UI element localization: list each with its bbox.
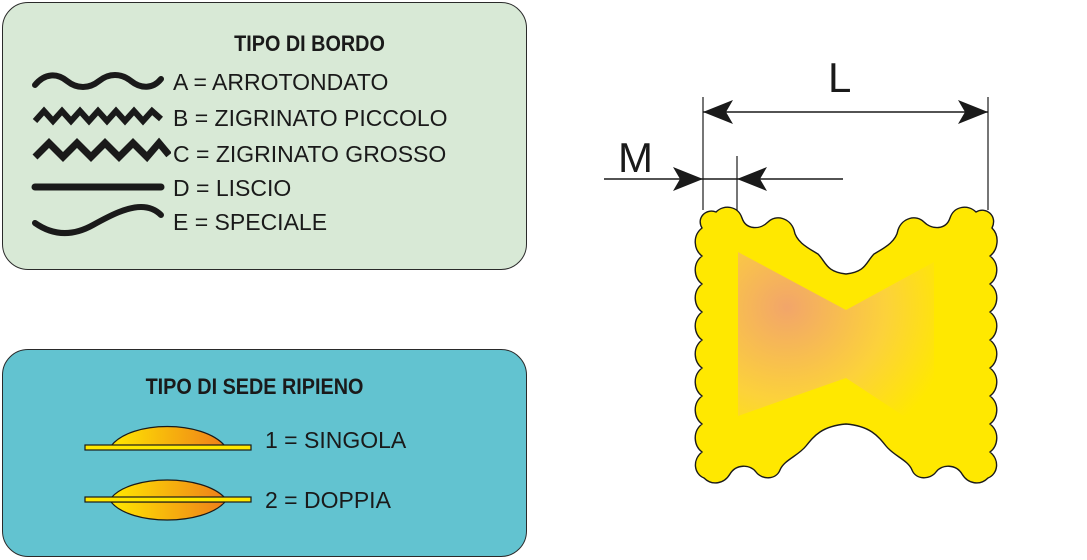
single-lens-icon bbox=[84, 425, 252, 451]
double-lens-icon bbox=[84, 479, 252, 521]
filling-type-panel: TIPO DI SEDE RIPIENO 1 = SINGOLA 2 = DOP… bbox=[2, 349, 527, 557]
large-zigzag-icon bbox=[32, 137, 171, 163]
edge-type-title: TIPO DI BORDO bbox=[234, 31, 385, 56]
edge-type-panel: TIPO DI BORDO A = ARROTONDATO B = ZIGRIN… bbox=[2, 2, 527, 270]
margin-arrow-right bbox=[737, 167, 767, 191]
edge-label-e: E = SPECIALE bbox=[173, 209, 328, 235]
margin-arrow-left bbox=[673, 167, 703, 191]
edge-label-d: D = LISCIO bbox=[173, 175, 292, 201]
margin-label: M bbox=[618, 134, 653, 181]
edge-label-b: B = ZIGRINATO PICCOLO bbox=[173, 105, 448, 131]
rounded-wave-icon bbox=[32, 72, 164, 90]
filling-type-title: TIPO DI SEDE RIPIENO bbox=[145, 374, 364, 399]
filling-label-2: 2 = DOPPIA bbox=[265, 487, 391, 513]
edge-label-a: A = ARROTONDATO bbox=[173, 69, 389, 95]
small-zigzag-icon bbox=[32, 106, 163, 126]
filling-label-1: 1 = SINGOLA bbox=[265, 427, 407, 453]
straight-line-icon bbox=[31, 183, 165, 191]
length-arrow-left bbox=[703, 100, 733, 124]
length-arrow-right bbox=[958, 100, 988, 124]
filling-area bbox=[738, 252, 934, 436]
s-curve-icon bbox=[32, 203, 164, 236]
edge-label-c: C = ZIGRINATO GROSSO bbox=[173, 141, 447, 167]
length-label: L bbox=[828, 54, 852, 101]
